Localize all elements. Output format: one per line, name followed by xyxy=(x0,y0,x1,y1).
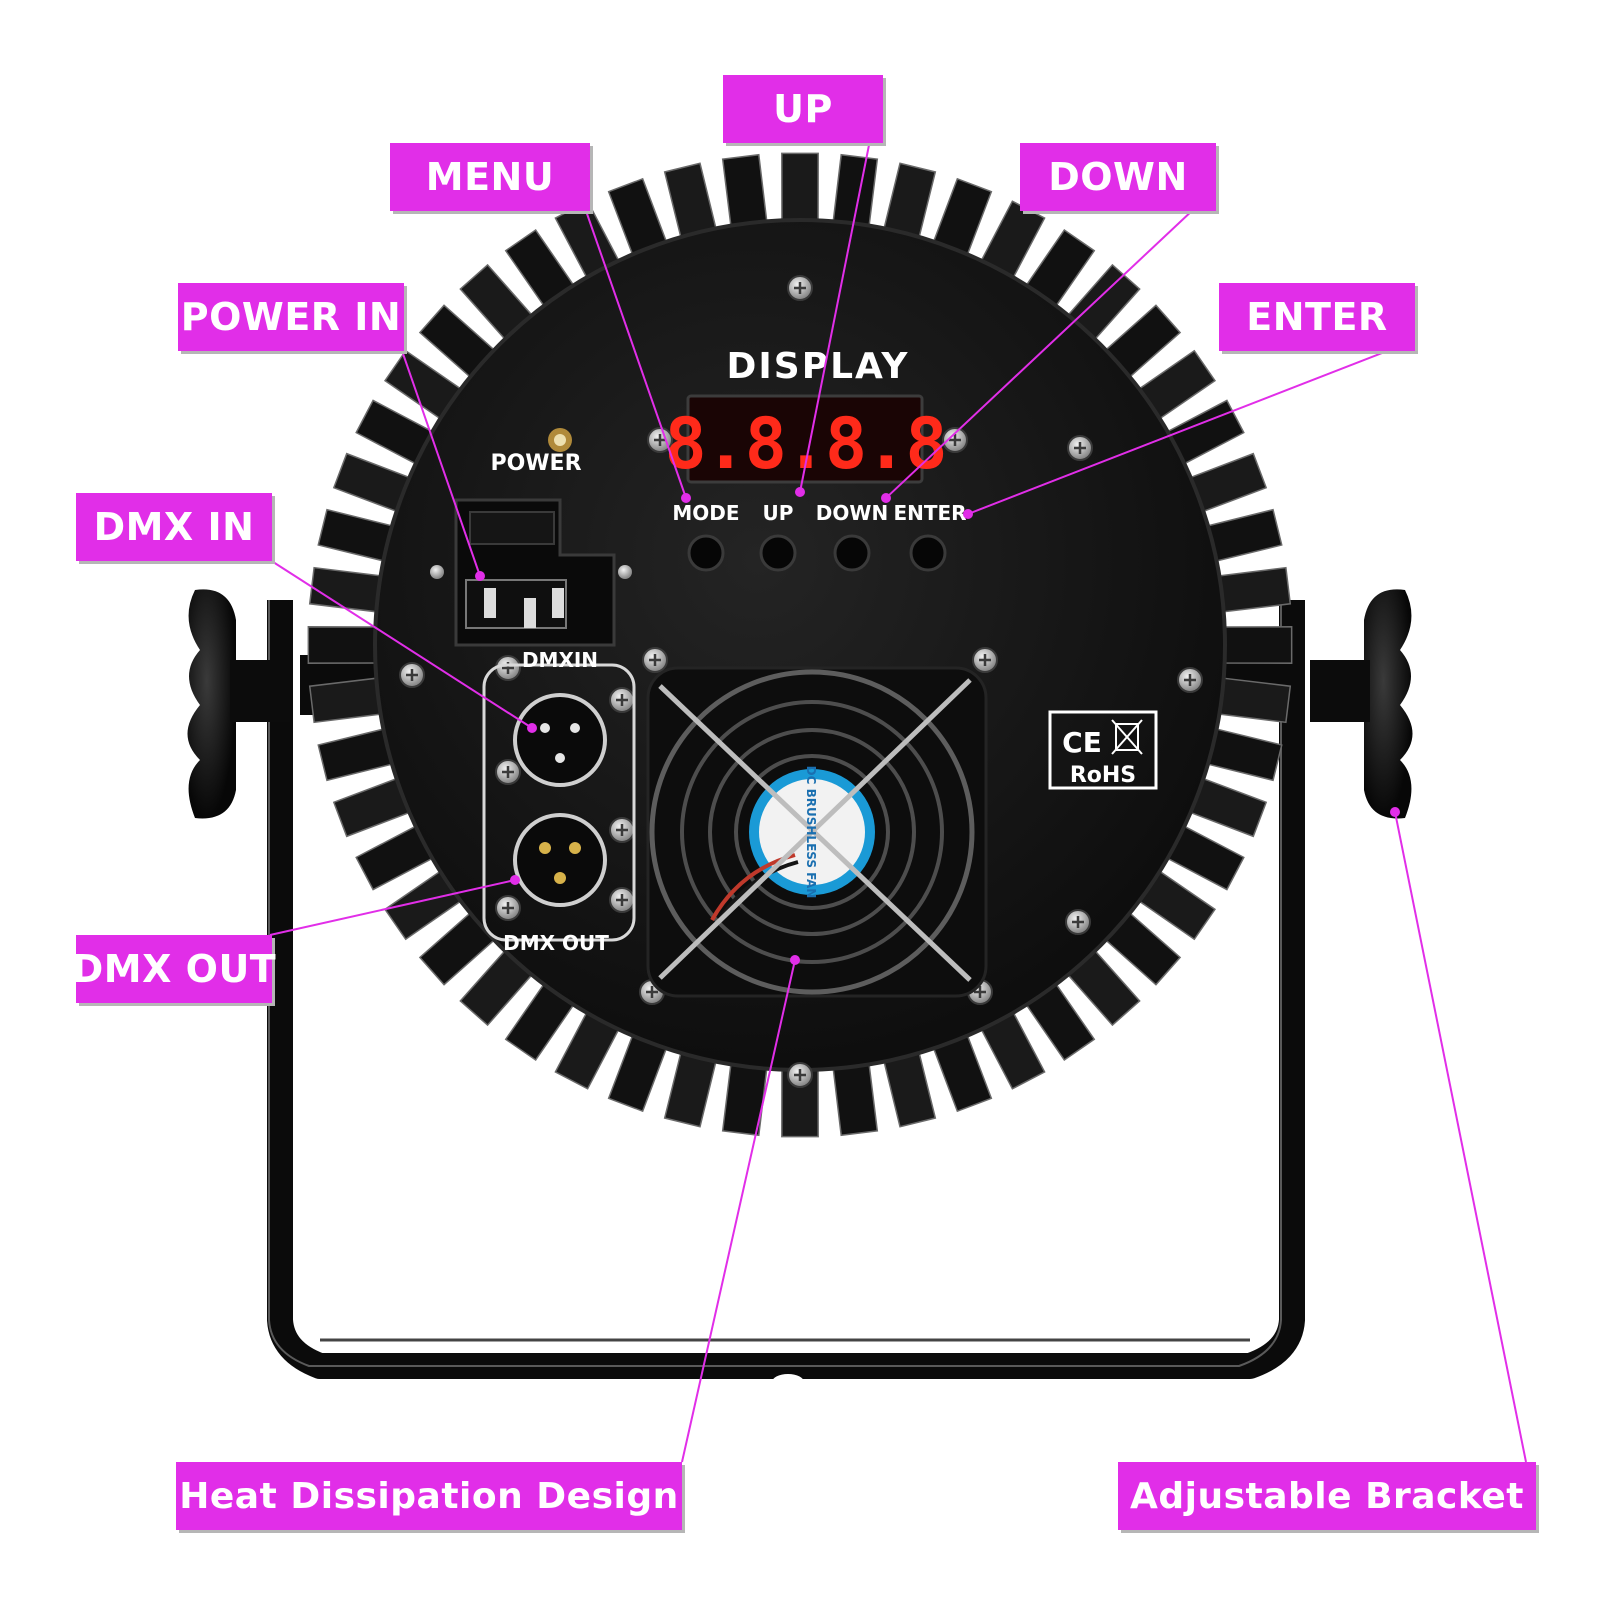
screw-icon xyxy=(399,662,425,688)
dmx-out-label: DMX OUT xyxy=(503,931,609,955)
fan-label: DC BRUSHLESS FAN xyxy=(804,766,818,899)
callout-down: DOWN xyxy=(1020,143,1216,211)
button-label-enter: ENTER xyxy=(893,501,966,525)
callout-menu: MENU xyxy=(390,143,590,211)
screw-icon xyxy=(942,427,968,453)
heatsink-fins xyxy=(307,152,1293,1138)
screw-icon xyxy=(647,427,673,453)
dmx-plate xyxy=(482,663,636,942)
enter-button[interactable] xyxy=(909,534,947,572)
ce-mark: CE xyxy=(1062,726,1102,759)
screw-icon xyxy=(1067,435,1093,461)
screw-icon xyxy=(1177,667,1203,693)
screw-icon xyxy=(495,655,521,681)
callout-heat-dissipation: Heat Dissipation Design xyxy=(176,1462,682,1530)
screw-icon xyxy=(609,887,635,913)
screw-icon xyxy=(609,817,635,843)
callout-dmx-in: DMX IN xyxy=(76,493,272,561)
button-label-down: DOWN xyxy=(816,501,888,525)
screw-icon xyxy=(1065,909,1091,935)
certification-badge xyxy=(1048,710,1158,790)
cooling-fan xyxy=(646,666,988,998)
screw-icon xyxy=(495,895,521,921)
display-title: DISPLAY xyxy=(726,346,909,387)
callout-up: UP xyxy=(723,75,883,143)
mode-button[interactable] xyxy=(687,534,725,572)
down-button[interactable] xyxy=(833,534,871,572)
screw-icon xyxy=(787,1062,813,1088)
weee-bin-icon xyxy=(1111,719,1143,755)
button-label-mode: MODE xyxy=(672,501,739,525)
left-knob[interactable] xyxy=(187,589,291,819)
power-indicator-icon xyxy=(548,428,572,452)
button-label-up: UP xyxy=(763,501,794,525)
screw-icon xyxy=(609,687,635,713)
dmx-in-port[interactable] xyxy=(513,693,607,787)
callout-adjustable-bracket: Adjustable Bracket xyxy=(1118,1462,1536,1530)
power-label: POWER xyxy=(490,451,581,476)
up-button[interactable] xyxy=(759,534,797,572)
leader-lines xyxy=(269,139,1527,1463)
callout-dmx-out: DMX OUT xyxy=(72,935,276,1003)
led-display xyxy=(686,394,924,484)
right-knob[interactable] xyxy=(1310,589,1413,819)
screw-icon xyxy=(495,759,521,785)
dmx-out-port[interactable] xyxy=(513,813,607,907)
display-readout: 8.8.8.8 xyxy=(664,403,945,485)
dmx-in-label: DMXIN xyxy=(522,648,598,672)
power-inlet[interactable] xyxy=(430,498,632,647)
screw-icon xyxy=(642,647,668,673)
screw-icon xyxy=(787,275,813,301)
rohs-mark: RoHS xyxy=(1070,763,1136,788)
callout-enter: ENTER xyxy=(1219,283,1415,351)
screw-icon xyxy=(972,647,998,673)
callout-power-in: POWER IN xyxy=(178,283,404,351)
